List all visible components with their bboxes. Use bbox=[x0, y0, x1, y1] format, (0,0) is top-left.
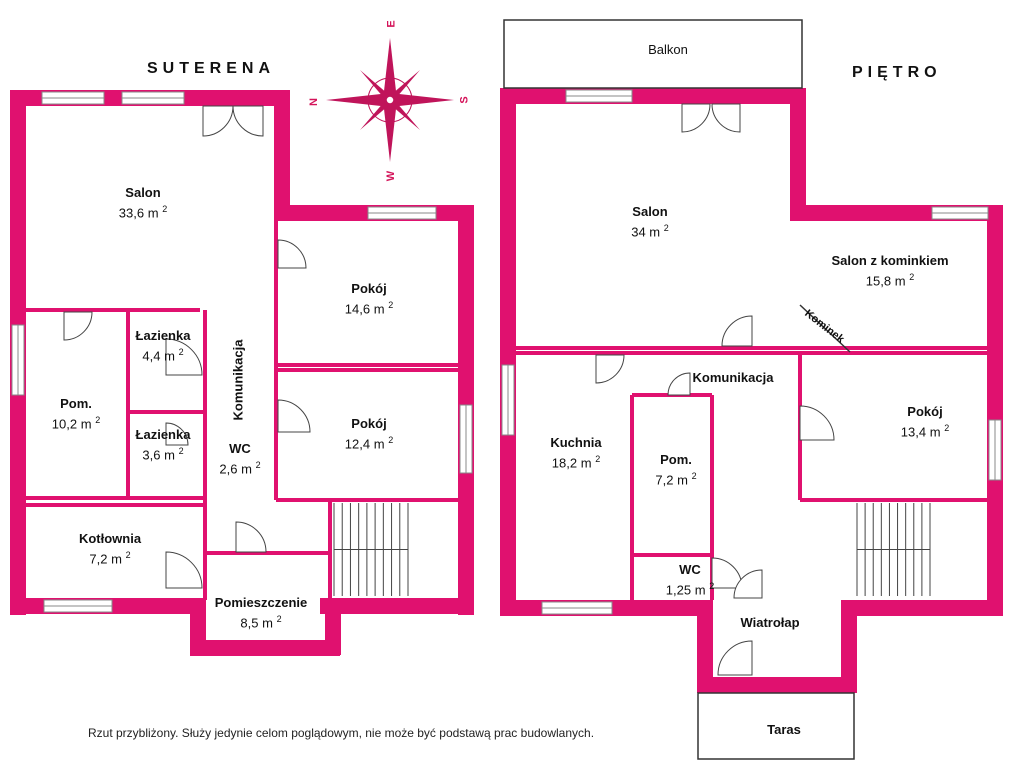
wall bbox=[697, 600, 713, 692]
door bbox=[202, 105, 234, 137]
doors bbox=[63, 103, 835, 676]
wall bbox=[790, 88, 806, 218]
wall bbox=[325, 598, 341, 655]
compass-ray bbox=[360, 70, 395, 105]
compass-ray bbox=[326, 93, 390, 107]
door bbox=[165, 551, 203, 589]
vestibule-label: Wiatrołap bbox=[740, 615, 800, 630]
corridor-label: Komunikacja bbox=[692, 370, 774, 385]
compass-east-label: E bbox=[385, 20, 398, 28]
outdoor-areas bbox=[503, 19, 855, 760]
door bbox=[681, 103, 711, 133]
disclaimer-text: Rzut przybliżony. Służy jedynie celom po… bbox=[88, 726, 595, 740]
wall bbox=[320, 598, 474, 614]
compass-ray bbox=[390, 93, 454, 107]
door bbox=[721, 315, 753, 347]
wall bbox=[841, 600, 857, 692]
room-label: Pom.10,2 m 2 bbox=[51, 396, 101, 432]
stairs bbox=[333, 503, 931, 596]
compass-ray bbox=[385, 70, 420, 105]
door bbox=[165, 338, 203, 376]
compass-ray bbox=[383, 38, 397, 100]
corridor-label: Komunikacja bbox=[230, 339, 246, 421]
door bbox=[711, 103, 741, 133]
terrace-label: Taras bbox=[767, 722, 801, 737]
compass-rose-icon bbox=[326, 38, 454, 162]
balcony-label: Balkon bbox=[648, 42, 688, 57]
compass-ray bbox=[360, 95, 395, 130]
windows bbox=[11, 89, 1002, 615]
floor-title: PIĘTRO bbox=[852, 64, 942, 81]
terrace-outline bbox=[697, 692, 855, 760]
basement-title: SUTERENA bbox=[147, 60, 276, 77]
wall bbox=[500, 88, 805, 104]
compass-ray bbox=[385, 95, 420, 130]
compass-west-label: W bbox=[385, 170, 398, 182]
door bbox=[667, 372, 691, 396]
door bbox=[63, 311, 93, 341]
door bbox=[717, 640, 753, 676]
door bbox=[165, 422, 189, 446]
wall bbox=[190, 640, 340, 656]
wall bbox=[274, 90, 290, 220]
wall bbox=[697, 677, 857, 693]
wall bbox=[987, 205, 1003, 616]
balcony-outline bbox=[503, 19, 803, 89]
compass-north-label: N bbox=[307, 98, 320, 106]
compass-ray bbox=[383, 100, 397, 162]
compass-center bbox=[385, 95, 395, 105]
compass-south-label: S bbox=[458, 96, 471, 104]
fireplace-line bbox=[799, 304, 851, 353]
door bbox=[232, 105, 264, 137]
door bbox=[595, 354, 625, 384]
wall bbox=[500, 88, 516, 616]
room-label: Pom.7,2 m 2 bbox=[655, 452, 697, 488]
door bbox=[799, 405, 835, 441]
door bbox=[235, 521, 267, 553]
door bbox=[277, 239, 307, 269]
compass-ring bbox=[367, 77, 413, 123]
door bbox=[733, 569, 763, 599]
door bbox=[277, 399, 311, 433]
wall bbox=[841, 600, 1003, 616]
